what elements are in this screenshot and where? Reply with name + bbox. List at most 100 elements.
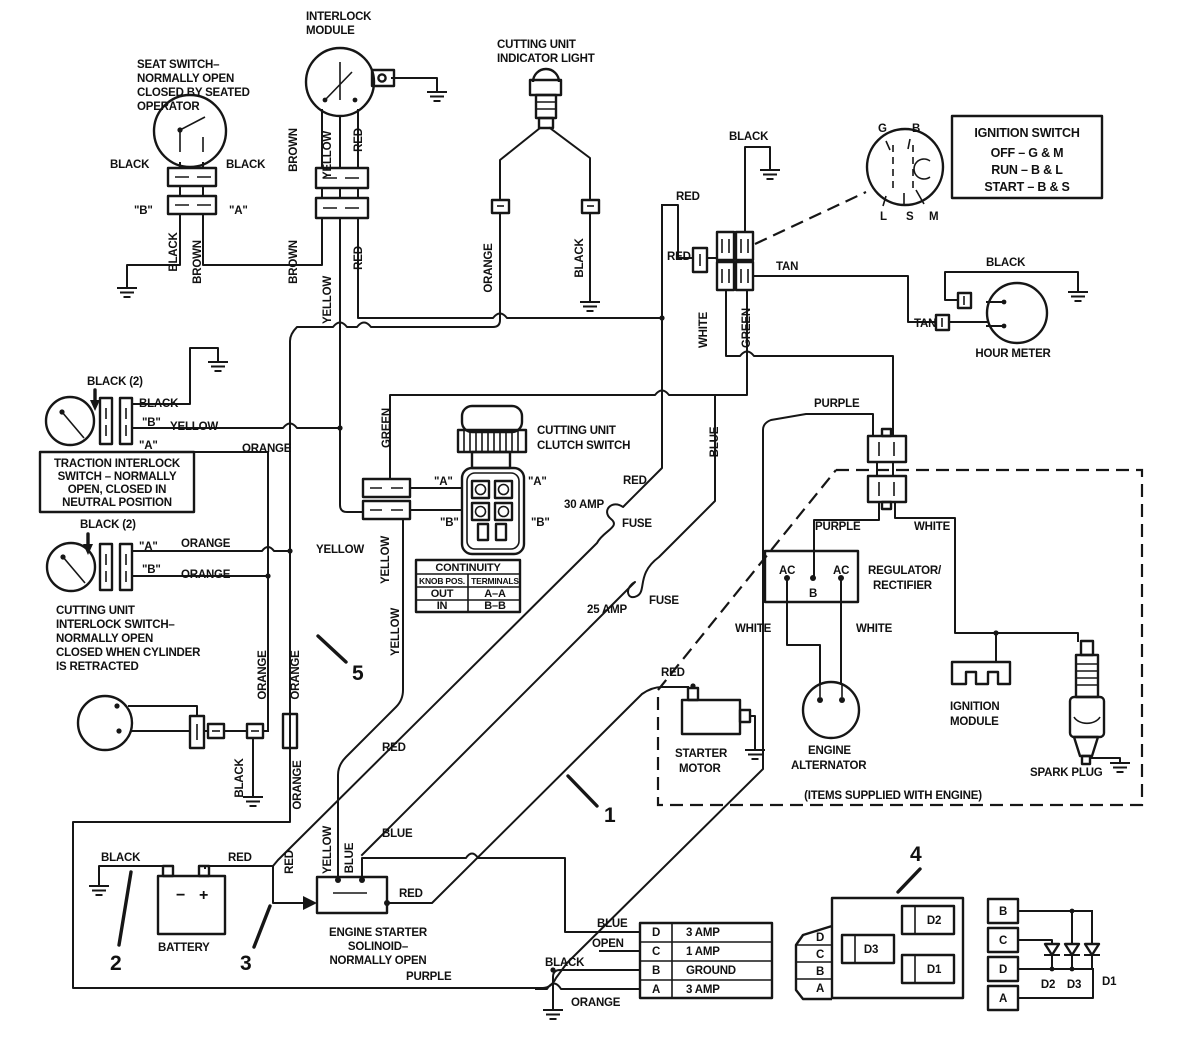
cont-bb: B–B [484,600,506,612]
ft-orange: ORANGE [571,997,621,1009]
cutting-interlock-title-1: CUTTING UNIT [56,605,135,617]
ignition-red-conn: RED [667,251,691,263]
orange-bus1: ORANGE [257,650,269,700]
ignition-green: GREEN [741,308,753,348]
callout-2: 2 [110,952,121,975]
top-black: BLACK [729,131,769,143]
im-brown-upper: BROWN [288,128,300,172]
seat-switch-title-2: NORMALLY OPEN [137,73,234,85]
clutch-yellow-h: YELLOW [316,544,364,556]
sol-yellow-v: YELLOW [322,826,334,874]
battery-plus: + [199,887,208,904]
cutting-interlock-switch-symbol [45,532,134,593]
diode-block-symbol [986,897,1101,1012]
seat-switch-title-1: SEAT SWITCH– [137,59,220,71]
hourmeter-tan: TAN [914,318,936,330]
ig-term-s: S [906,211,914,223]
diode-d1: D1 [1102,976,1117,988]
fuse-module-symbol [794,896,965,1001]
ft-row-b-val: GROUND [686,965,736,977]
ignition-module-symbol [950,660,1012,686]
cutting-interlock-orange-a: ORANGE [181,538,231,550]
fuse25-label: FUSE [649,595,679,607]
regulator-title-2: RECTIFIER [873,580,933,592]
reg-b: B [809,588,817,600]
cutting-interlock-title-4: CLOSED WHEN CYLINDER [56,647,201,659]
battery-minus: − [176,887,185,904]
traction-yellow: YELLOW [170,421,218,433]
ft-open: OPEN [592,938,624,950]
purple-connector-pair [866,427,908,511]
tan-1: TAN [776,261,798,273]
traction-term-b: "B" [142,417,161,429]
battery-red: RED [228,852,252,864]
traction-box-2: SWITCH – NORMALLY [58,471,177,483]
cutting-interlock-term-a: "A" [139,541,158,553]
hour-meter-symbol [934,281,1049,345]
purple-upper: PURPLE [814,398,860,410]
ig-term-l: L [880,211,887,223]
mod-pin-a: A [816,983,824,995]
seat-brown-vert: BROWN [192,240,204,284]
clutch-switch-symbol [361,404,528,556]
seat-switch-symbol [152,93,228,216]
diode-pin-c: C [999,935,1007,947]
ft-row-d: D [652,927,660,939]
starter-title-2: MOTOR [679,763,721,775]
cs-term-a-left: "A" [434,476,453,488]
traction-black: BLACK [139,398,179,410]
ft-row-c-val: 1 AMP [686,946,720,958]
starter-solenoid-symbol [303,875,390,915]
traction-orange: ORANGE [242,443,292,455]
wires-purple [72,413,894,989]
ignition-red-upper: RED [676,191,700,203]
callout-1: 1 [604,804,616,827]
solenoid-title-3: NORMALLY OPEN [329,955,426,967]
mod-pin-b: B [816,966,824,978]
regulator-rectifier-symbol [763,549,860,604]
diode-pin-d: D [999,964,1007,976]
hourmeter-title: HOUR METER [975,348,1051,360]
cutting-interlock-black2: BLACK (2) [80,519,136,531]
solenoid-title-2: SOLINOID– [348,941,409,953]
clutch-switch-title-2: CLUTCH SWITCH [537,440,630,452]
cont-head-2: TERMINALS [471,576,519,586]
cutting-interlock-orange-b: ORANGE [181,569,231,581]
regulator-title-1: REGULATOR/ [868,565,942,577]
sol-red-v: RED [284,850,296,874]
diag-red: RED [382,742,406,754]
traction-term-a: "A" [139,440,158,452]
ft-row-a-val: 3 AMP [686,984,720,996]
alt-white-right: WHITE [856,623,893,635]
clutch-green: GREEN [381,408,393,448]
reg-ac2: AC [833,565,849,577]
ft-row-c: C [652,946,660,958]
purple-bottom: PURPLE [406,971,452,983]
interlock-module-title-1: INTERLOCK [306,11,372,23]
continuity-table [414,558,522,614]
battery-symbol [156,864,227,936]
seat-switch-title-3: CLOSED BY SEATED [137,87,250,99]
fuse30-label: FUSE [622,518,652,530]
indicator-title-1: CUTTING UNIT [497,39,576,51]
seat-black-left: BLACK [110,159,150,171]
clutch-switch-title-1: CUTTING UNIT [537,425,616,437]
wires-black [89,77,1130,1020]
wires-tan [752,275,988,323]
indicator-black: BLACK [574,237,586,277]
ig-term-m: M [929,211,938,223]
cs-term-b-right: "B" [531,517,550,529]
legend-run: RUN – B & L [991,163,1063,177]
junction-dots [265,315,999,973]
diode-pin-b: B [999,906,1007,918]
ig-term-b: B [912,123,920,135]
alternator-title-2: ALTERNATOR [791,760,867,772]
fuse-connector-table [638,921,774,1000]
ignition-white: WHITE [698,311,710,348]
callout-leaders [117,634,922,949]
traction-interlock-switch-symbol [38,388,196,514]
motor-red: RED [661,667,685,679]
diode-pin-a: A [999,993,1007,1005]
